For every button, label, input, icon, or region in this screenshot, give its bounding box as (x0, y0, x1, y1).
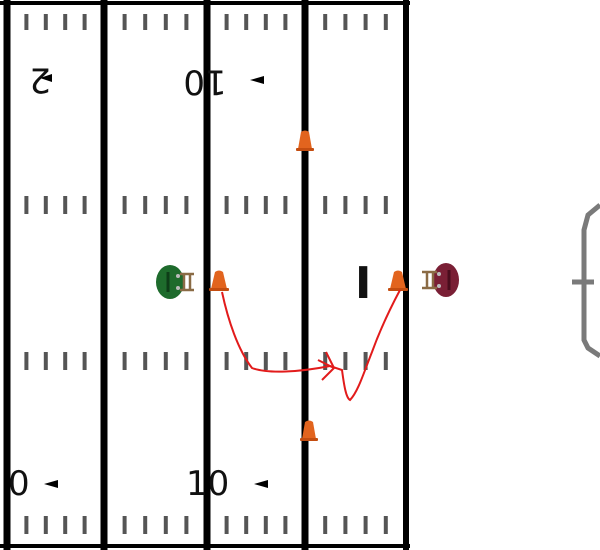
direction-arrow-icon (254, 480, 268, 488)
football-helmet-icon (422, 263, 459, 297)
direction-arrow-icon (250, 76, 264, 84)
direction-arrow-icon (44, 480, 58, 488)
yard-number: 0 (8, 464, 30, 504)
goal-post-icon (572, 205, 600, 356)
yard-number: 10 (186, 464, 229, 504)
football-helmet-icon (156, 265, 194, 299)
play-route (222, 290, 400, 400)
traffic-cone-icon (296, 131, 314, 152)
traffic-cone-icon (209, 271, 229, 292)
field-letter: I (355, 258, 371, 309)
yard-number: 10 (183, 62, 226, 102)
